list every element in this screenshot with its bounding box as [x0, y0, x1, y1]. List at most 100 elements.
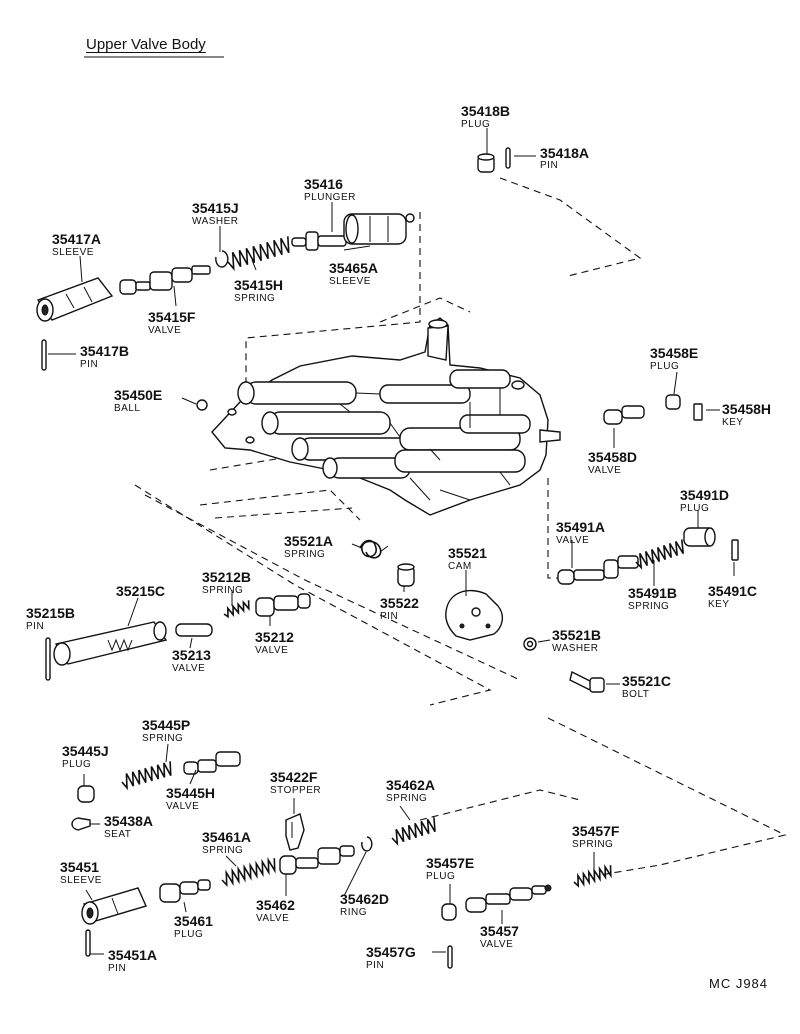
sleeve-35465a: [343, 213, 415, 245]
svg-text:35462A: 35462A: [386, 777, 435, 793]
svg-text:SLEEVE: SLEEVE: [329, 276, 371, 287]
svg-text:PIN: PIN: [108, 963, 126, 974]
svg-text:SPRING: SPRING: [142, 733, 183, 744]
svg-text:35445H: 35445H: [166, 785, 215, 801]
svg-text:35457E: 35457E: [426, 855, 474, 871]
svg-text:35215B: 35215B: [26, 605, 75, 621]
spring-35212b: [223, 600, 250, 619]
svg-text:PLUNGER: PLUNGER: [304, 192, 356, 203]
svg-text:35461A: 35461A: [202, 829, 251, 845]
svg-text:VALVE: VALVE: [256, 913, 289, 924]
svg-text:VALVE: VALVE: [148, 325, 181, 336]
svg-text:PIN: PIN: [380, 611, 398, 622]
svg-text:KEY: KEY: [708, 599, 730, 610]
svg-text:35521A: 35521A: [284, 533, 333, 549]
pin-35522: [397, 563, 415, 587]
plug-35457e: [441, 903, 457, 921]
svg-text:PLUG: PLUG: [62, 759, 91, 770]
svg-text:PLUG: PLUG: [426, 871, 455, 882]
svg-text:PIN: PIN: [540, 160, 558, 171]
cam-35521: [445, 589, 504, 641]
spring-35461a: [221, 856, 276, 887]
svg-text:35213: 35213: [172, 647, 211, 663]
svg-text:CAM: CAM: [448, 561, 472, 572]
svg-text:35491D: 35491D: [680, 487, 729, 503]
footer-code: MC J984: [709, 976, 769, 991]
valve-35491a: [557, 555, 639, 585]
spring-coil-35445p: [121, 761, 172, 791]
svg-text:35457G: 35457G: [366, 944, 416, 960]
svg-text:35457: 35457: [480, 923, 519, 939]
svg-text:35416: 35416: [304, 176, 343, 192]
key-35491c: [731, 539, 739, 561]
svg-text:VALVE: VALVE: [166, 801, 199, 812]
svg-text:35522: 35522: [380, 595, 419, 611]
svg-text:35491C: 35491C: [708, 583, 757, 599]
assembly-lines: [134, 177, 787, 876]
svg-text:35462: 35462: [256, 897, 295, 913]
svg-text:35415J: 35415J: [192, 200, 239, 216]
label-35215c: 35215C: [116, 583, 165, 599]
spring-coil-35457f: [573, 864, 612, 888]
svg-text:35415F: 35415F: [148, 309, 196, 325]
valve-35445h: [183, 751, 241, 775]
svg-text:SPRING: SPRING: [284, 549, 325, 560]
svg-text:35450E: 35450E: [114, 387, 162, 403]
svg-text:35445P: 35445P: [142, 717, 190, 733]
svg-text:35457F: 35457F: [572, 823, 620, 839]
svg-text:KEY: KEY: [722, 417, 744, 428]
svg-text:SPRING: SPRING: [202, 585, 243, 596]
washer-35521b: [523, 637, 537, 651]
spring-35457f: [573, 864, 612, 888]
pin-35457g: [447, 945, 453, 969]
valve-35458d: [603, 405, 645, 425]
spring-coil-35491b: [635, 539, 684, 570]
svg-text:35212B: 35212B: [202, 569, 251, 585]
pin-35215b: [45, 637, 51, 681]
upper-valve-body-housing: [211, 317, 561, 516]
sleeve-35215c: [53, 621, 168, 666]
svg-text:35465A: 35465A: [329, 260, 378, 276]
svg-text:35521C: 35521C: [622, 673, 671, 689]
svg-text:35417A: 35417A: [52, 231, 101, 247]
svg-text:35415H: 35415H: [234, 277, 283, 293]
valve-35462: [279, 845, 355, 875]
spring-35462a: [391, 817, 436, 846]
part-drawings: [36, 147, 739, 969]
svg-text:35445J: 35445J: [62, 743, 109, 759]
plug-35458e: [665, 394, 681, 410]
svg-text:35451: 35451: [60, 859, 99, 875]
svg-text:SPRING: SPRING: [234, 293, 275, 304]
svg-text:35417B: 35417B: [80, 343, 129, 359]
spring-coil-35212b: [223, 600, 250, 619]
sleeve-35417a: [36, 277, 114, 322]
plug-35418b: [477, 153, 495, 173]
